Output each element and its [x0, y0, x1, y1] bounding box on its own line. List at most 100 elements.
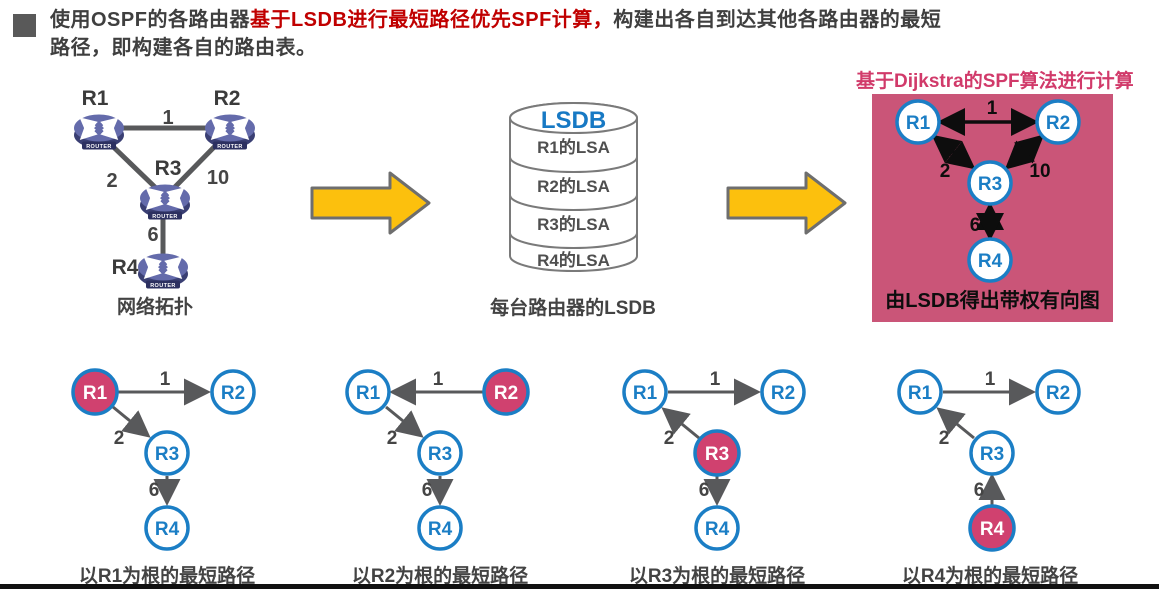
weighted-digraph: R1 R2 R3 R4 1 2 10 6: [895, 98, 1081, 283]
tree-node: [144, 505, 190, 551]
router-node-label: R3: [155, 157, 182, 180]
lsdb-caption: 每台路由器的LSDB: [490, 298, 656, 319]
tree-node-label: R2: [771, 383, 795, 404]
router-node-label: R2: [214, 87, 241, 110]
tree-edge: [661, 407, 700, 440]
tree-node-root: [968, 504, 1016, 552]
edge-arrow-r1-r3: [931, 134, 976, 170]
slide-title: 使用OSPF的各路由器基于LSDB进行最短路径优先SPF计算，构建出各自到达其他…: [50, 6, 1135, 62]
tree-node: [969, 430, 1015, 476]
tree-edge: [385, 405, 424, 438]
tree-node-label: R4: [705, 519, 730, 540]
graph-node-r3: [967, 160, 1013, 206]
tree-node-label: R3: [155, 444, 179, 465]
tree-node-label: R3: [428, 444, 452, 465]
tree-caption: 以R3为根的最短路径: [628, 566, 806, 587]
tree-figure-r2: R1 R2 R3 R4 1 2 6: [345, 368, 530, 551]
tree-node-label: R2: [1046, 383, 1070, 404]
tree-node: [417, 430, 463, 476]
title-text-post: 构建出各自到达其他各路由器的最短: [613, 9, 942, 31]
tree-figure-r4: R1 R2 R3 R4 1 2 6: [897, 369, 1081, 552]
title-line-2: 路径，即构建各自的路由表。: [50, 37, 317, 59]
tree-node-label: R1: [908, 383, 933, 404]
lsdb-row-label: R4的LSA: [537, 250, 610, 270]
router-node-label: R4: [112, 256, 139, 279]
tree-cost-label: 1: [985, 369, 996, 390]
graph-node-label: R2: [1046, 113, 1070, 134]
tree-cost-label: 6: [974, 480, 985, 501]
bottom-divider: [0, 584, 1159, 589]
title-text-pre: 使用OSPF的各路由器: [50, 9, 250, 31]
tree-cost-label: 2: [387, 428, 398, 449]
tree-node-label: R2: [221, 383, 245, 404]
tree-node-label: R4: [980, 519, 1005, 540]
edge-cost-label: 1: [987, 98, 998, 119]
tree-figure-r3: R1 R2 R3 R4 1 2 6: [622, 369, 806, 551]
tree-node: [144, 430, 190, 476]
flow-arrow-icon: [310, 171, 431, 235]
graph-node-label: R4: [978, 251, 1003, 272]
tree-node-label: R1: [633, 383, 658, 404]
edge-cost-label: 2: [940, 161, 951, 182]
title-line-1: 使用OSPF的各路由器基于LSDB进行最短路径优先SPF计算，构建出各自到达其他…: [50, 6, 1135, 34]
graph-node-r4: [967, 237, 1013, 283]
router-icon-label: ROUTER: [152, 214, 178, 220]
tree-node-label: R3: [705, 444, 729, 465]
link-cost-label: 2: [106, 170, 117, 192]
tree-node: [1035, 369, 1081, 415]
tree-node: [897, 369, 943, 415]
lsdb-row-label: R3的LSA: [537, 214, 610, 234]
link-cost-label: 10: [207, 167, 229, 189]
cylinder-divider: [509, 194, 638, 211]
tree-node-label: R2: [494, 383, 518, 404]
tree-node-label: R4: [155, 519, 180, 540]
tree-cost-label: 2: [114, 428, 125, 449]
topology-caption: 网络拓扑: [116, 297, 193, 318]
tree-node-root: [693, 429, 741, 477]
router-node-label: R1: [82, 87, 109, 110]
tree-caption: 以R4为根的最短路径: [901, 566, 1079, 587]
spf-header: 基于Dijkstra的SPF算法进行计算: [856, 71, 1134, 92]
tree-node: [694, 505, 740, 551]
cylinder-top: [509, 102, 638, 134]
graph-node-label: R1: [906, 113, 931, 134]
graph-node-label: R3: [978, 174, 1002, 195]
lsdb-row-label: R1的LSA: [537, 137, 610, 157]
edge-cost-label: 10: [1029, 161, 1050, 182]
link-cost-label: 1: [162, 107, 173, 129]
tree-cost-label: 2: [939, 428, 950, 449]
tree-node-label: R1: [83, 383, 108, 404]
tree-node: [210, 369, 256, 415]
tree-node: [622, 369, 668, 415]
tree-figure-r1: R1 R2 R3 R4 1 2 6: [71, 368, 256, 551]
bullet-square-icon: [13, 14, 36, 37]
graph-node-r1: [895, 99, 941, 145]
tree-node-label: R1: [356, 383, 381, 404]
cylinder-divider: [509, 232, 638, 249]
router-icon-label: ROUTER: [150, 283, 176, 289]
link-cost-label: 6: [147, 224, 158, 246]
tree-cost-label: 2: [664, 428, 675, 449]
tree-cost-label: 1: [160, 369, 171, 390]
router-icon-label: ROUTER: [86, 144, 112, 150]
tree-cost-label: 1: [710, 369, 721, 390]
tree-node-label: R4: [428, 519, 453, 540]
tree-cost-label: 6: [149, 480, 160, 501]
tree-caption: 以R1为根的最短路径: [78, 566, 256, 587]
flow-arrow-icon: [726, 171, 847, 235]
tree-node: [760, 369, 806, 415]
title-text-highlight: 基于LSDB进行最短路径优先SPF计算，: [249, 9, 614, 31]
tree-caption: 以R2为根的最短路径: [351, 566, 529, 587]
tree-cost-label: 1: [433, 369, 444, 390]
tree-edge: [112, 405, 151, 438]
tree-edge: [936, 407, 975, 440]
tree-cost-label: 6: [422, 480, 433, 501]
lsdb-cylinder: LSDB R1的LSA R2的LSA R3的LSA R4的LSA: [509, 102, 638, 272]
tree-node: [345, 369, 391, 415]
tree-node-root: [71, 368, 119, 416]
spf-panel: R1 R2 R3 R4 1 2 10 6 由LSDB得出带权有向图: [872, 94, 1113, 322]
router-icon-label: ROUTER: [217, 144, 243, 150]
tree-node: [417, 505, 463, 551]
tree-node-root: [482, 368, 530, 416]
